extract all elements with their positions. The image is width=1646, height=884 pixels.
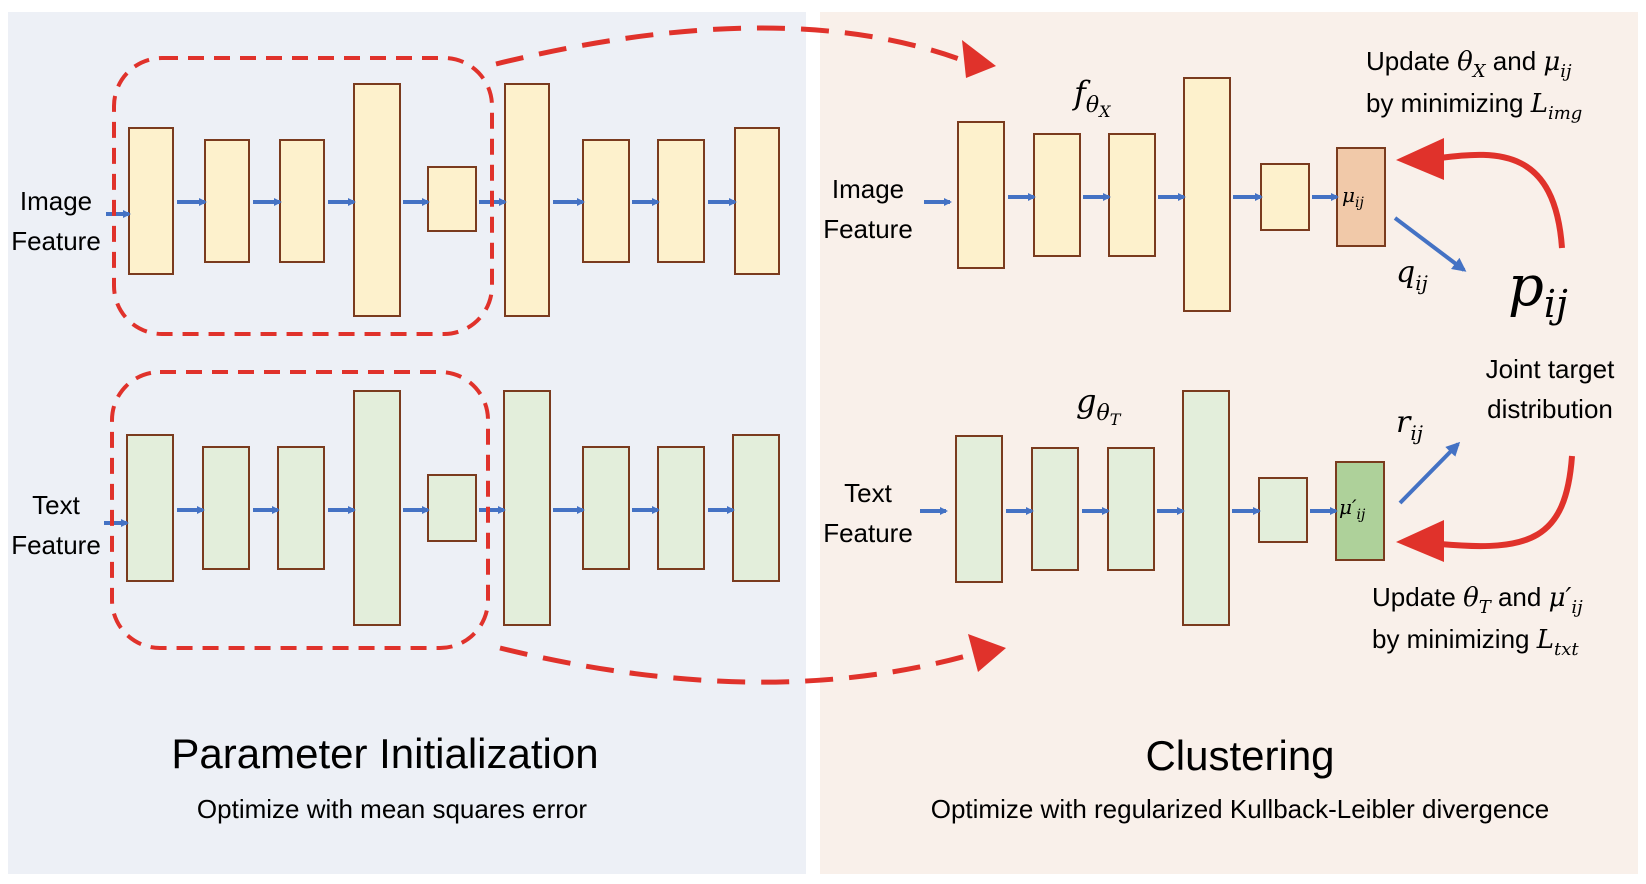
right-image-arrows — [924, 193, 1339, 206]
transfer-arrow-image — [495, 25, 963, 67]
left-image-input-label-1: Image — [20, 186, 92, 216]
r-arrow — [1398, 441, 1461, 505]
left-image-block-3 — [279, 139, 325, 263]
left-text-bottleneck — [427, 474, 477, 542]
left-image-block-7 — [582, 139, 630, 263]
update-text-curve — [1439, 455, 1575, 550]
left-text-decoder — [503, 390, 780, 626]
mu-prime-centroid-block — [1335, 461, 1385, 561]
left-image-encoder — [128, 83, 477, 317]
update-text-curve-head — [1396, 520, 1444, 562]
mu-label: μij — [1342, 183, 1364, 211]
mu-centroid-block — [1336, 147, 1386, 247]
right-image-block-2 — [1033, 133, 1081, 257]
update-image-line-2: by minimizing Limg — [1366, 88, 1582, 124]
left-image-block-4 — [353, 83, 401, 317]
left-subtitle: Optimize with mean squares error — [197, 794, 587, 824]
right-text-block-2 — [1031, 447, 1079, 571]
update-text-line-2: by minimizing Ltxt — [1372, 624, 1579, 660]
right-text-input-label-1: Text — [844, 478, 892, 508]
q-label: qij — [1396, 255, 1428, 295]
left-text-block-2 — [202, 446, 250, 570]
right-title: Clustering — [1145, 732, 1334, 779]
update-image-curve-head — [1396, 138, 1444, 180]
update-text-line-1: Update θT and μ′ij — [1372, 582, 1583, 618]
joint-target-line-2: distribution — [1487, 394, 1613, 424]
right-text-encoder — [955, 390, 1385, 626]
left-image-block-2 — [204, 139, 250, 263]
transfer-arrow-text-head — [968, 634, 1006, 672]
r-label: rij — [1396, 405, 1423, 445]
left-text-block-6 — [503, 390, 551, 626]
left-text-block-8 — [657, 446, 705, 570]
left-text-block-3 — [277, 446, 325, 570]
transfer-arrow-text — [499, 645, 967, 685]
right-image-block-4 — [1183, 77, 1231, 312]
p-label: pij — [1508, 254, 1568, 326]
transfer-arrow-image-head — [962, 40, 996, 78]
right-text-block-1 — [955, 435, 1003, 583]
right-subtitle: Optimize with regularized Kullback-Leibl… — [931, 794, 1550, 824]
update-image-line-1: Update θX and μij — [1366, 46, 1572, 82]
left-text-input-label-1: Text — [32, 490, 80, 520]
right-text-block-4 — [1182, 390, 1230, 626]
left-image-encoder-highlight — [112, 56, 494, 336]
left-text-arrows — [104, 506, 735, 527]
left-text-block-9 — [732, 434, 780, 582]
g-theta-t-label: gθT — [1076, 382, 1122, 429]
right-image-input-label-2: Feature — [823, 214, 913, 244]
joint-target-line-1: Joint target — [1486, 354, 1615, 384]
q-arrow — [1393, 216, 1467, 272]
left-text-block-4 — [353, 390, 401, 626]
left-text-block-1 — [126, 434, 174, 582]
right-text-bottleneck — [1258, 477, 1308, 543]
left-text-encoder — [126, 390, 477, 626]
left-text-encoder-highlight — [110, 370, 490, 650]
left-title: Parameter Initialization — [171, 730, 598, 777]
right-image-block-1 — [957, 121, 1005, 269]
left-image-block-1 — [128, 127, 174, 275]
left-image-block-8 — [657, 139, 705, 263]
right-image-bottleneck — [1260, 163, 1310, 231]
left-text-block-7 — [582, 446, 630, 570]
right-image-input-label-1: Image — [832, 174, 904, 204]
left-image-input-label-2: Feature — [11, 226, 101, 256]
left-image-block-9 — [734, 127, 780, 275]
left-image-block-6 — [504, 83, 550, 317]
right-text-input-label-2: Feature — [823, 518, 913, 548]
right-image-block-3 — [1108, 133, 1156, 257]
right-text-block-3 — [1107, 447, 1155, 571]
left-text-input-label-2: Feature — [11, 530, 101, 560]
mu-prime-label: μ′ij — [1339, 495, 1366, 523]
update-image-curve — [1439, 151, 1565, 249]
left-image-bottleneck — [427, 166, 477, 232]
left-image-decoder — [504, 83, 780, 317]
